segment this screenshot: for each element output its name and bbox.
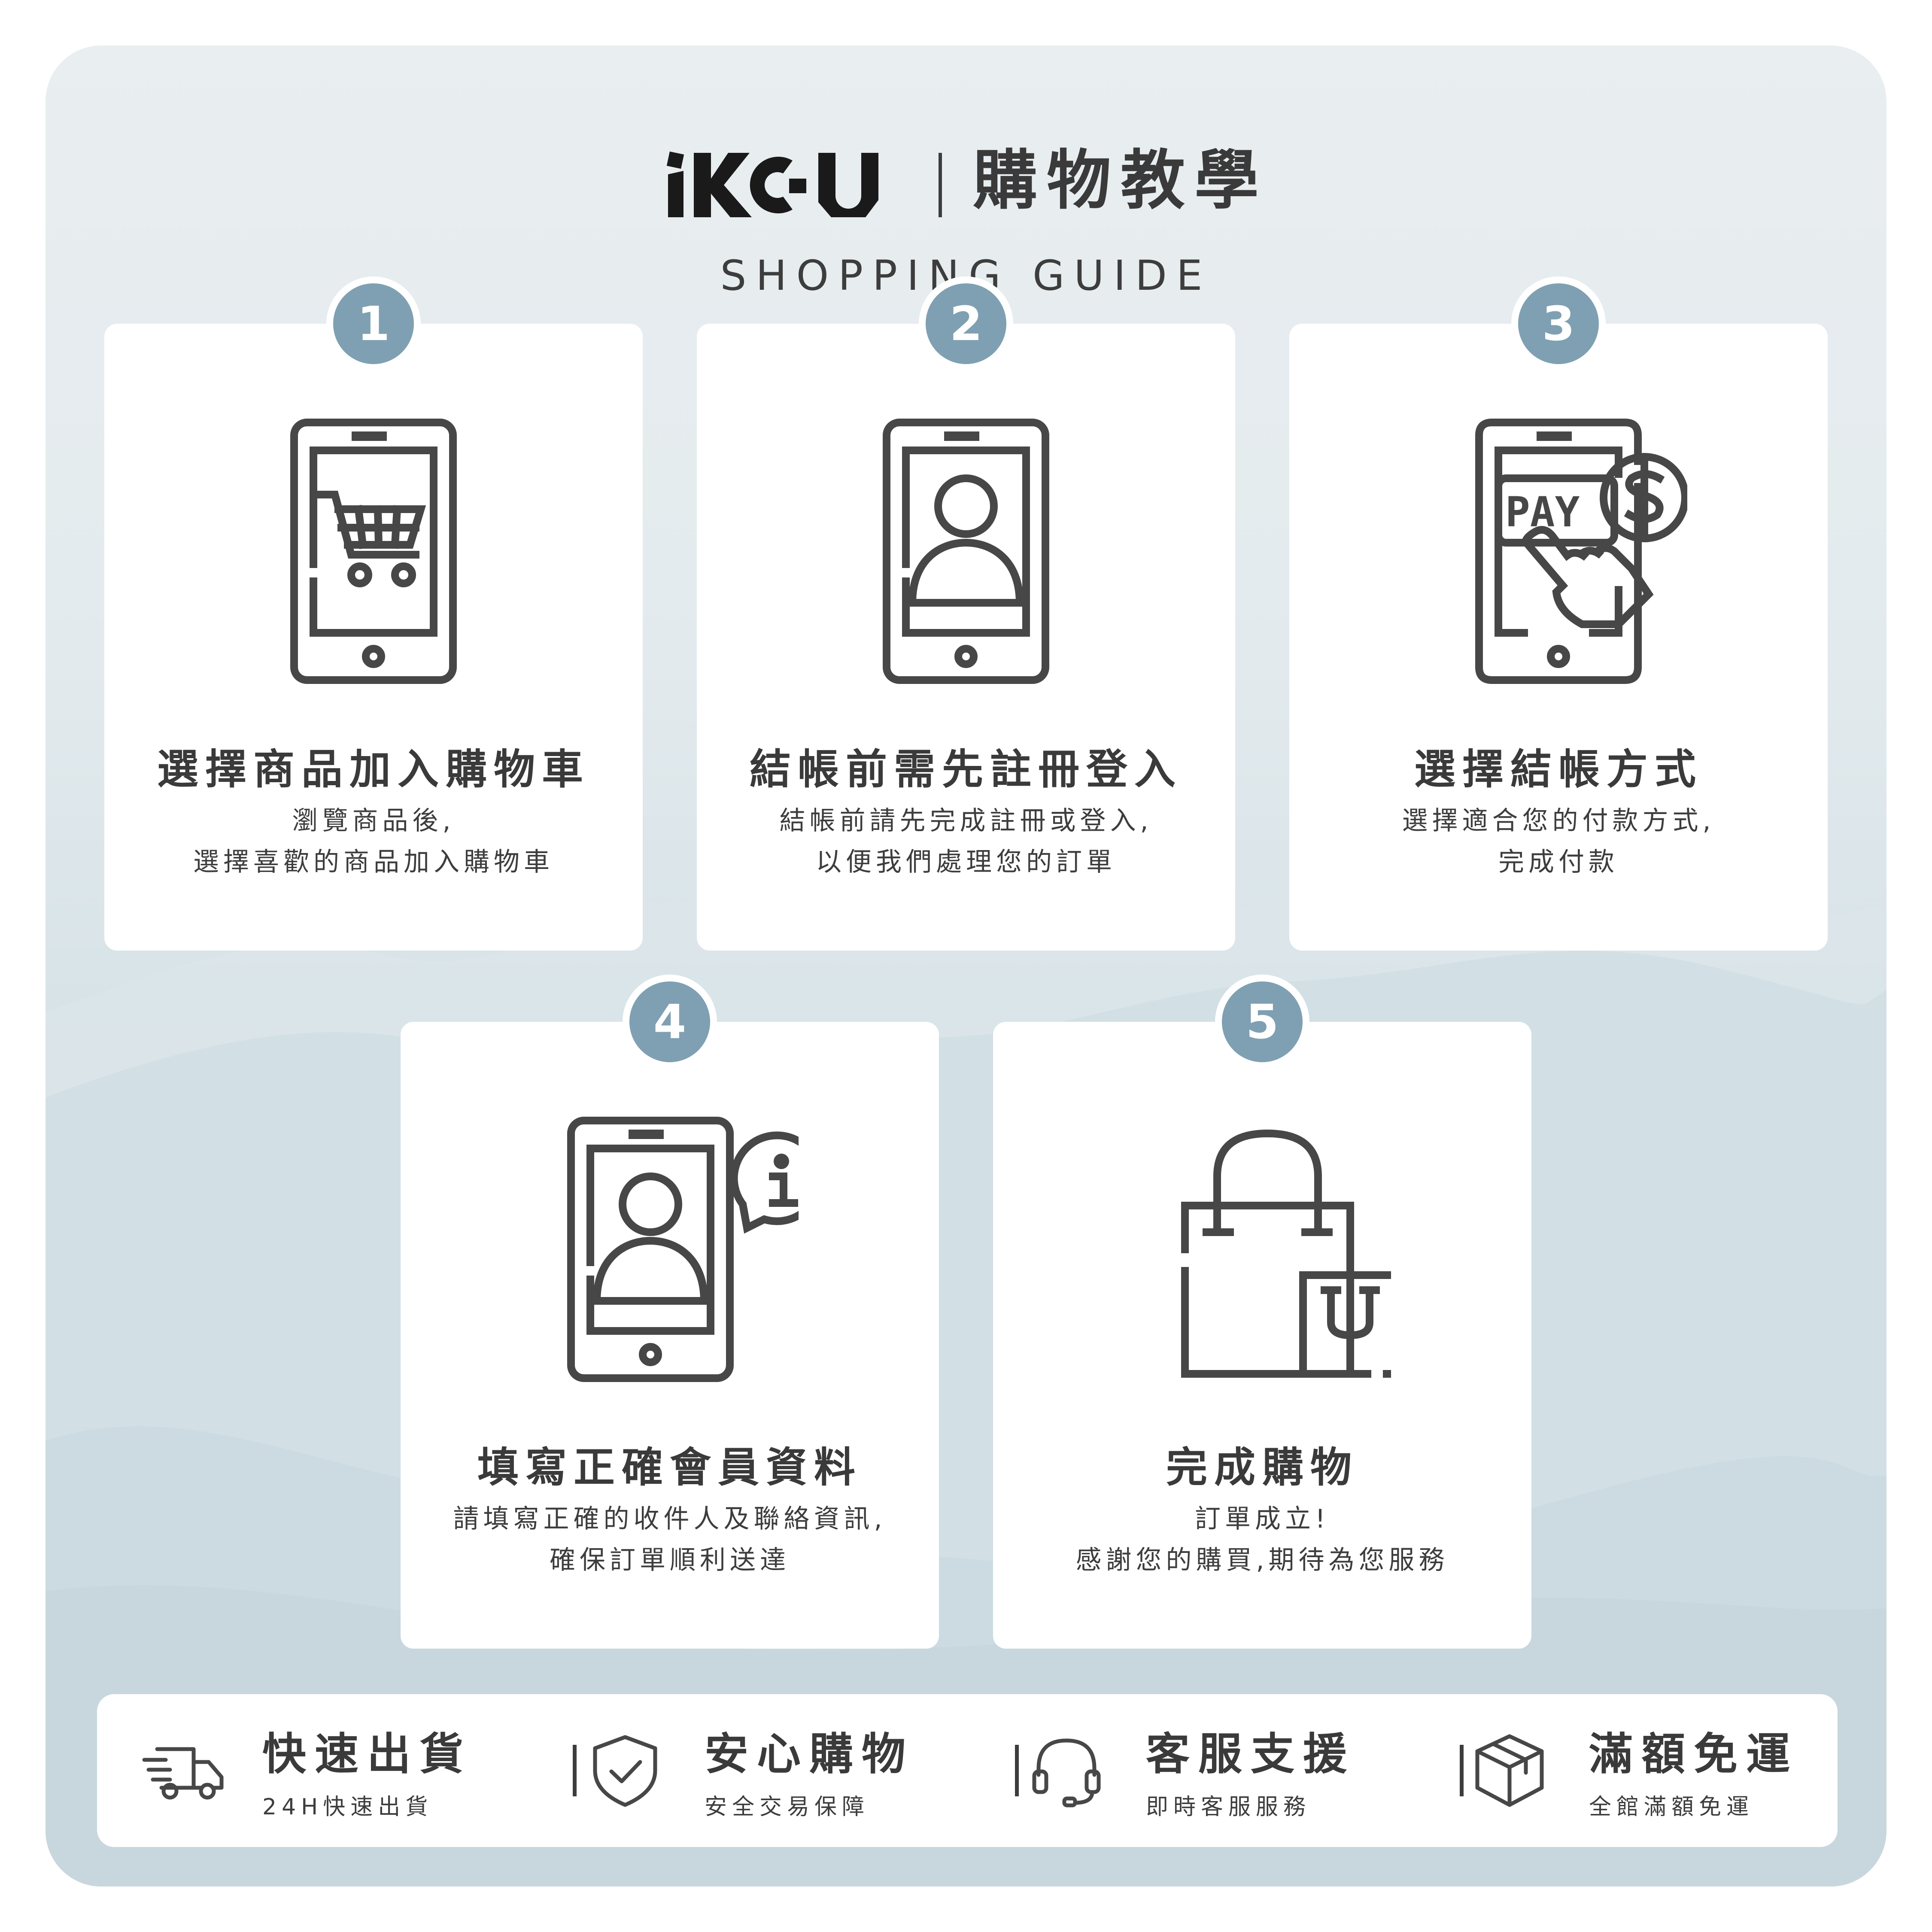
step-title: 選擇商品加入購物車 (157, 745, 590, 793)
step-description-line: 訂單成立! (1194, 1504, 1330, 1534)
step-badge: 2 (926, 283, 1006, 364)
step-title: 完成購物 (1166, 1443, 1358, 1492)
step-description-line: 結帳前請先完成註冊或登入, (779, 806, 1153, 836)
step-badge: 3 (1518, 283, 1599, 364)
feature-free-shipping: 滿額免運 全館滿額免運 (1424, 1694, 1853, 1847)
package-box-icon (1467, 1732, 1552, 1809)
guide-frame: 購物教學 SHOPPING GUIDE 1 (46, 46, 1886, 1886)
step-card-4: 4 填寫正確會員資料 請填寫正確的收件人及聯絡資訊, 確保訂單順利送達 (401, 981, 939, 1649)
ikou-logo (664, 149, 904, 222)
feature-subtitle: 即時客服服務 (1146, 1794, 1311, 1820)
shopping-bags-icon (1133, 1108, 1391, 1391)
headset-icon (1024, 1732, 1109, 1809)
phone-pay-icon: PAY (1430, 410, 1687, 693)
step-title: 選擇結帳方式 (1414, 745, 1703, 793)
step-badge: 1 (333, 283, 414, 364)
feature-fast-shipping: 快速出貨 24H快速出貨 (97, 1694, 526, 1847)
step-title: 填寫正確會員資料 (477, 1443, 862, 1492)
feature-subtitle: 安全交易保障 (705, 1794, 870, 1820)
header-divider (939, 153, 942, 217)
delivery-truck-icon (140, 1732, 226, 1809)
phone-user-info-icon (541, 1108, 799, 1391)
shield-check-icon (582, 1732, 668, 1809)
feature-title: 客服支援 (1146, 1729, 1355, 1780)
step-description: 瀏覽商品後, 選擇喜歡的商品加入購物車 (104, 800, 643, 883)
step-description-line: 請填寫正確的收件人及聯絡資訊, (453, 1504, 887, 1534)
step-description-line: 選擇喜歡的商品加入購物車 (193, 847, 554, 877)
step-card-3: 3 PAY 選擇結帳方式 選擇適合您的付款方式, 完成付款 (1289, 283, 1828, 951)
step-description: 選擇適合您的付款方式, 完成付款 (1289, 800, 1828, 883)
step-description-line: 以便我們處理您的訂單 (816, 847, 1116, 877)
step-card-5: 5 完成購物 訂單成立! 感謝您的購買,期待為您服務 (993, 981, 1531, 1649)
step-description: 結帳前請先完成註冊或登入, 以便我們處理您的訂單 (697, 800, 1235, 883)
feature-title: 快速出貨 (262, 1729, 472, 1780)
feature-title: 安心購物 (705, 1729, 914, 1780)
header: 購物教學 SHOPPING GUIDE (46, 106, 1886, 300)
feature-subtitle: 24H快速出貨 (262, 1794, 433, 1820)
step-description-line: 完成付款 (1498, 847, 1619, 877)
feature-divider (573, 1745, 577, 1796)
step-description: 訂單成立! 感謝您的購買,期待為您服務 (993, 1498, 1531, 1581)
feature-bar: 快速出貨 24H快速出貨 安心購物 安全交易保障 (97, 1694, 1838, 1847)
feature-title: 滿額免運 (1589, 1729, 1798, 1780)
step-card-2: 2 結帳前需先註冊登入 結帳前請先完成註冊或登入, 以便我們處理您的訂單 (697, 283, 1235, 951)
step-description-line: 選擇適合您的付款方式, (1402, 806, 1715, 836)
phone-user-icon (837, 410, 1095, 693)
step-badge: 4 (629, 981, 710, 1062)
step-description-line: 確保訂單順利送達 (550, 1545, 790, 1575)
step-description-line: 瀏覽商品後, (292, 806, 455, 836)
feature-subtitle: 全館滿額免運 (1589, 1794, 1754, 1820)
step-title: 結帳前需先註冊登入 (750, 745, 1182, 793)
step-description-line: 感謝您的購買,期待為您服務 (1075, 1545, 1449, 1575)
feature-secure-shopping: 安心購物 安全交易保障 (539, 1694, 969, 1847)
phone-cart-icon (245, 410, 502, 693)
step-description: 請填寫正確的收件人及聯絡資訊, 確保訂單順利送達 (401, 1498, 939, 1581)
feature-customer-support: 客服支援 即時客服服務 (981, 1694, 1410, 1847)
feature-divider (1460, 1745, 1464, 1796)
page-title: 購物教學 (973, 143, 1269, 218)
step-badge: 5 (1222, 981, 1303, 1062)
step-card-1: 1 選擇商品加入購物車 瀏覽商品後 (104, 283, 643, 951)
feature-divider (1015, 1745, 1019, 1796)
